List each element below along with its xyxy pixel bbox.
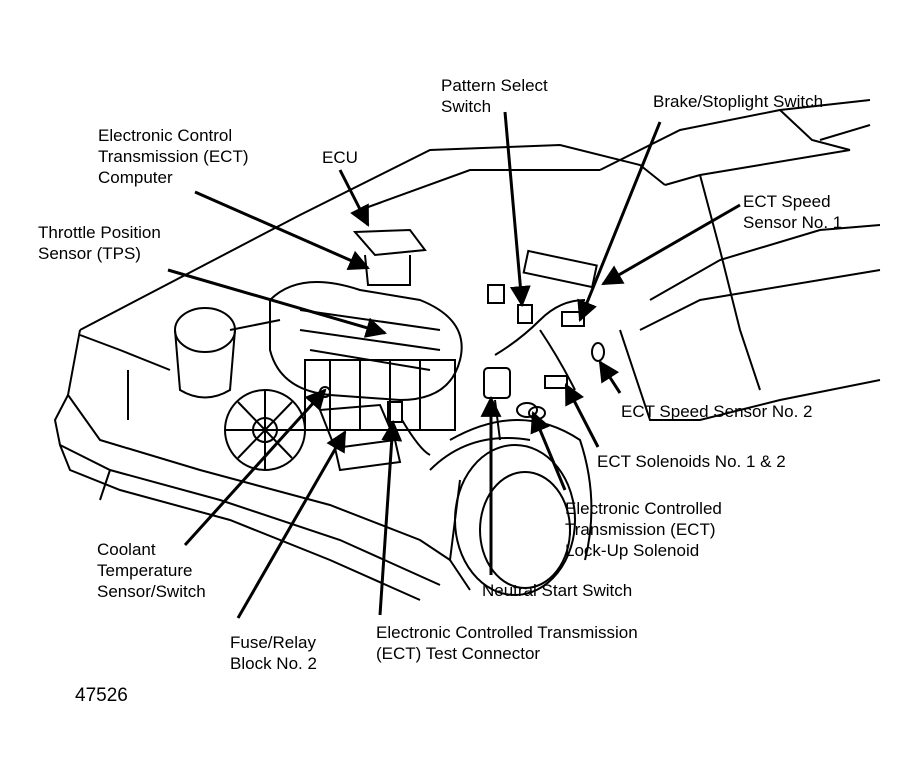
leader-pattern-select [503,111,531,308]
label-tps: Throttle Position Sensor (TPS) [38,223,161,263]
figure-number: 47526 [75,685,128,706]
label-ect-computer: Electronic Control Transmission (ECT) Co… [98,126,249,187]
leader-ecu [338,169,370,227]
label-pattern-select: Pattern Select Switch [441,76,548,116]
label-brake-switch: Brake/Stoplight Switch [653,92,824,111]
leader-lines [167,111,741,619]
label-speed-sensor-2: ECT Speed Sensor No. 2 [621,402,813,421]
leader-fuse-relay [236,430,347,619]
label-speed-sensor-1: ECT Speed Sensor No. 1 [743,192,843,232]
engine-assembly [174,228,605,472]
leader-coolant [183,388,327,547]
label-neutral-start: Neutral Start Switch [482,581,633,600]
label-coolant: Coolant Temperature Sensor/Switch [97,540,206,601]
leader-lockup-solenoid [530,411,567,491]
leader-speed-sensor-2 [598,360,622,394]
leader-ect-computer [194,190,370,271]
leader-tps [167,268,388,338]
leader-brake-switch [577,121,662,322]
car-body-outline [53,99,881,601]
leader-test-connector [378,419,403,616]
label-solenoids: ECT Solenoids No. 1 & 2 [597,452,786,471]
label-ecu: ECU [322,148,358,167]
label-lockup-solenoid: Electronic Controlled Transmission (ECT)… [565,499,722,560]
leader-solenoids [564,383,600,448]
label-fuse-relay: Fuse/Relay Block No. 2 [230,633,317,673]
leader-speed-sensor-1 [601,203,741,286]
label-test-connector: Electronic Controlled Transmission (ECT)… [376,623,638,663]
